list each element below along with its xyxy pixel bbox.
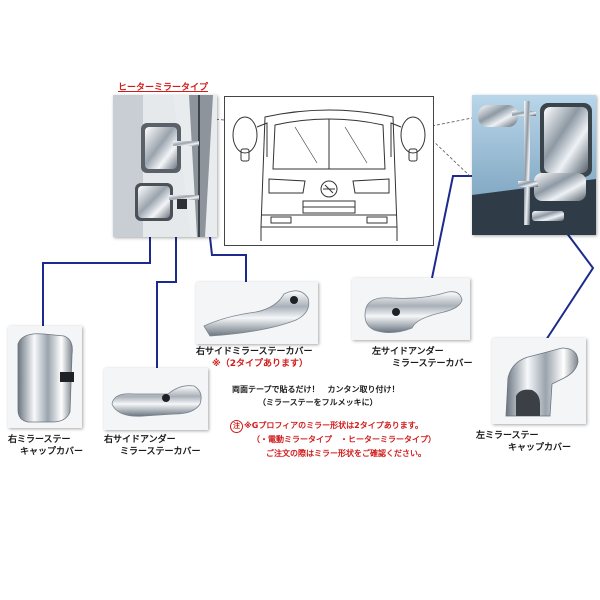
right-mirror-stay-cap-photo — [8, 326, 82, 428]
profia-note-1: ※Gプロフィアのミラー形状は2タイプあります。 — [244, 421, 423, 430]
heater-mirror-photo — [113, 95, 217, 237]
heater-mirror-type-label: ヒーターミラータイプ — [118, 83, 209, 93]
leader-left-cap — [545, 231, 595, 341]
left-cap-label-2: キャップカバー — [508, 443, 572, 453]
right-side-under-label-1: 右サイドアンダー — [104, 435, 176, 445]
left-mirror-photo — [472, 95, 596, 235]
right-side-under-label-2: ミラーステーカバー — [120, 447, 201, 457]
leader-left-side-under — [431, 175, 472, 279]
right-side-mirror-stay-cover-photo — [196, 282, 318, 344]
tape-note-1: 両面テープで貼るだけ！ カンタン取り付け！ — [232, 385, 400, 394]
left-cap-label-1: 左ミラーステー — [476, 431, 539, 441]
right-side-cover-label-2: ※（2タイプあります） — [212, 359, 309, 369]
right-side-under-cover-photo — [104, 368, 208, 430]
leader-right-side-under — [156, 206, 177, 368]
left-side-under-label-1: 左サイドアンダー — [372, 347, 444, 357]
profia-note-3: ご注文の際はミラー形状をご確認ください。 — [266, 449, 426, 458]
left-mirror-stay-cap-photo — [492, 338, 586, 424]
right-side-cover-label-1: 右サイドミラーステーカバー — [196, 347, 313, 357]
tape-note-2: （ミラーステーをフルメッキに） — [258, 398, 378, 407]
left-side-under-cover-photo — [352, 278, 470, 340]
right-cap-label-2: キャップカバー — [20, 447, 84, 457]
caution-mark-icon: 注 — [230, 420, 243, 433]
truck-front-diagram — [224, 96, 434, 246]
leader-right-cap — [42, 236, 151, 330]
profia-note-2: （・電動ミラータイプ ・ヒーターミラータイプ） — [252, 435, 436, 444]
left-side-under-label-2: ミラーステーカバー — [392, 359, 473, 369]
right-cap-label-1: 右ミラーステー — [8, 435, 71, 445]
